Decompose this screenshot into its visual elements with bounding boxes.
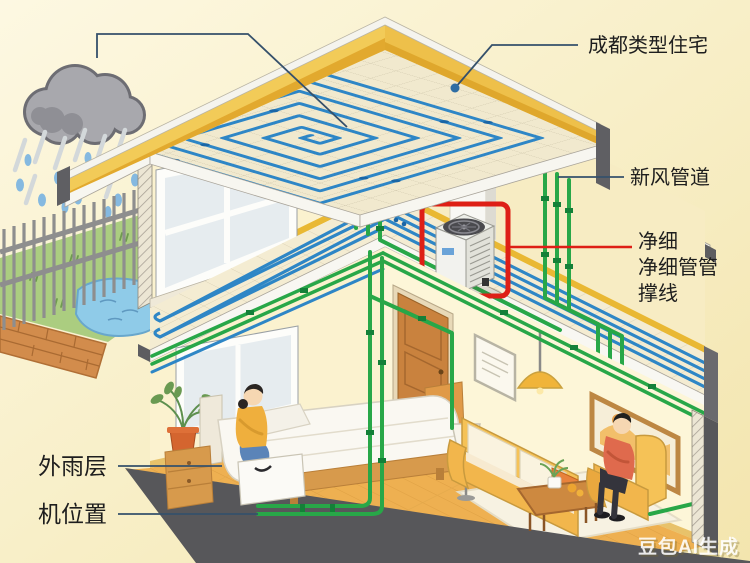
nightstand <box>164 445 214 510</box>
ceiling-pipes <box>150 251 708 424</box>
hvac-fan-icon <box>443 218 485 236</box>
right-wall-cut <box>691 346 718 556</box>
garden <box>0 187 172 379</box>
door-knob-icon <box>438 369 444 375</box>
parapet <box>57 16 610 206</box>
svg-text:豆包AI生成: 豆包AI生成 <box>640 537 741 560</box>
brick-wall <box>0 315 107 379</box>
annotations: 成都类型住宅 新风管道 净细 净细管管 撑线 外雨层 机位置 <box>38 33 718 527</box>
label-residence-type: 成都类型住宅 <box>588 34 708 57</box>
leader-line-rain-to-roof <box>96 33 348 128</box>
label-outer-rain-layer: 外雨层 <box>38 453 107 479</box>
small-picture-frame <box>473 332 517 403</box>
label-purifier-line2: 净细管管 <box>638 256 718 279</box>
dresser <box>237 453 306 506</box>
roof-deck <box>57 16 610 228</box>
label-fresh-air-duct: 新风管道 <box>630 166 710 189</box>
floor2-cut-strip <box>137 158 153 310</box>
bedroom <box>150 381 465 510</box>
pendant-lamp <box>516 330 564 395</box>
label-machine-position: 机位置 <box>38 501 107 527</box>
picket-fence <box>0 187 151 330</box>
watermark-text: 豆包AI生成 <box>638 535 739 558</box>
living-room <box>446 413 667 538</box>
table-plant <box>539 459 569 489</box>
man-figure <box>594 413 635 522</box>
leader-dot <box>450 83 460 93</box>
leader-line-residence <box>454 44 578 89</box>
label-purifier-line1: 净细 <box>638 230 678 253</box>
label-purifier-line3: 撑线 <box>638 282 678 305</box>
watermark: 豆包AI生成 豆包AI生成 <box>638 535 741 560</box>
